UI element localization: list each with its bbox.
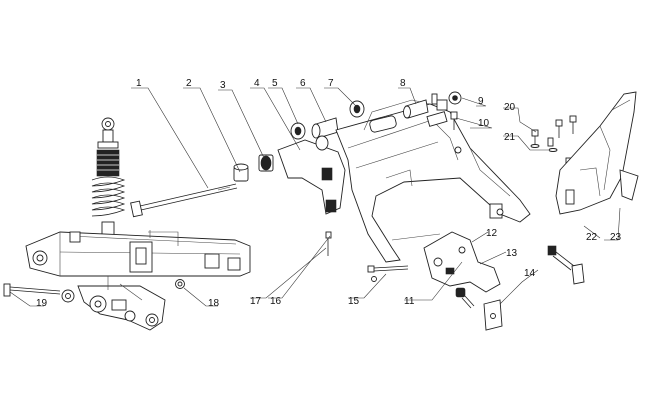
axle-bolt-1 <box>130 183 238 218</box>
callout-6: 6 <box>300 78 306 89</box>
callout-19: 19 <box>36 298 48 309</box>
bush-2 <box>233 163 249 182</box>
callout-16: 16 <box>270 296 282 307</box>
callout-3: 3 <box>220 80 226 91</box>
leader-lines <box>9 87 621 307</box>
rear-fender <box>555 91 639 215</box>
callout-14: 14 <box>524 268 536 279</box>
callout-12: 12 <box>486 228 498 239</box>
callout-11: 11 <box>404 296 415 307</box>
callout-15: 15 <box>348 296 360 307</box>
callout-9: 9 <box>478 96 484 107</box>
callout-8: 8 <box>400 78 406 89</box>
bolt-19 <box>3 283 75 303</box>
callout-18: 18 <box>208 298 220 309</box>
bolt-10 <box>450 111 458 130</box>
callout-17: 17 <box>250 296 262 307</box>
screw-16 <box>325 231 332 256</box>
bolt-15 <box>367 265 409 282</box>
clip-14 <box>483 299 503 331</box>
nut-9 <box>436 91 462 111</box>
sleeve-6 <box>311 117 339 139</box>
swingarm <box>25 230 251 331</box>
sleeve-8 <box>403 93 448 127</box>
bearing-3 <box>258 154 274 172</box>
callout-4: 4 <box>254 78 260 89</box>
bracket-4 <box>277 139 346 215</box>
callout-2: 2 <box>186 78 192 89</box>
callout-7: 7 <box>328 78 334 89</box>
callout-1: 1 <box>136 78 142 89</box>
callout-10: 10 <box>478 118 490 129</box>
bolt-right <box>547 245 585 285</box>
bolt-13 <box>455 287 475 309</box>
callout-23: 23 <box>610 232 622 243</box>
callout-13: 13 <box>506 248 518 259</box>
callout-labels: 1 2 3 4 5 6 7 8 9 10 11 12 13 14 15 16 1… <box>36 78 622 309</box>
bush-7 <box>315 100 365 151</box>
bush-5 <box>290 122 306 140</box>
callout-22: 22 <box>586 232 598 243</box>
nut-18 <box>175 279 185 289</box>
callout-21: 21 <box>504 132 516 143</box>
shock-absorber <box>91 117 126 246</box>
callout-20: 20 <box>504 102 516 113</box>
rear-subframe <box>335 99 531 263</box>
callout-5: 5 <box>272 78 278 89</box>
